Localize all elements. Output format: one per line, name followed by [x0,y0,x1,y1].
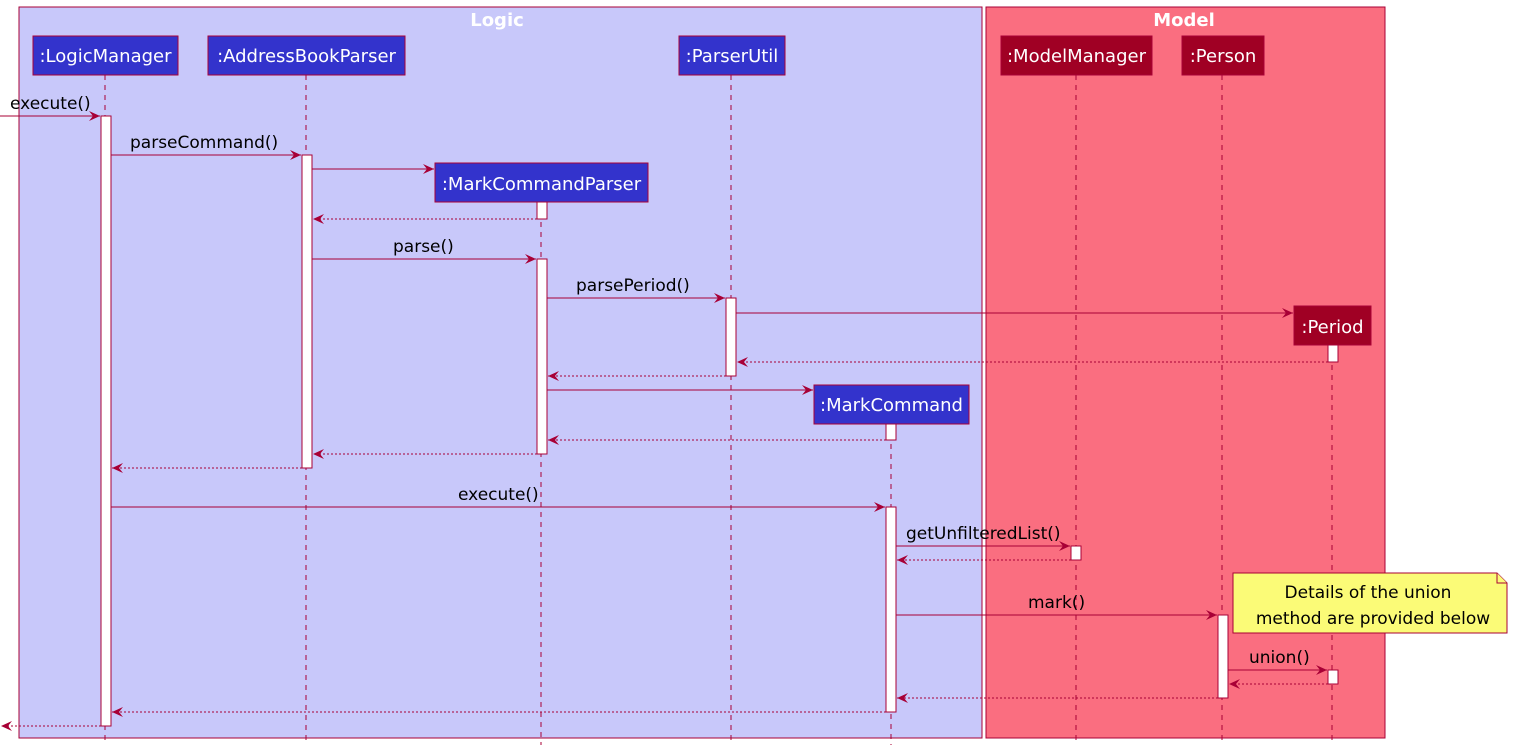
activation-mark-command-parser-parse [536,258,548,455]
activation-period [1327,344,1339,363]
participant-mark-command-parser: :MarkCommandParser [434,162,649,203]
note-line-2: method are provided below [1256,609,1490,629]
participant-person-label: :Person [1190,46,1257,67]
participant-period: :Period [1293,305,1372,346]
participant-parser-util-label: :ParserUtil [686,46,779,67]
activation-model-manager [1070,545,1082,561]
participant-address-book-parser-label: :AddressBookParser [217,46,396,67]
activation-address-book-parser [301,154,313,469]
msg-union-label: union() [1249,648,1310,668]
msg-mark-label: mark() [1028,593,1085,613]
msg-get-unfiltered-list-label: getUnfilteredList() [906,524,1061,544]
activation-mark-command-parser-create [536,201,548,220]
msg-parse-period-label: parsePeriod() [576,276,690,296]
participant-mark-command-label: :MarkCommand [820,395,963,416]
activation-period-union [1327,669,1339,685]
logic-box-title: Logic [470,10,524,31]
participant-logic-manager-label: :LogicManager [39,46,172,67]
activation-logic-manager [100,115,112,727]
msg-execute-mark-command-label: execute() [458,485,539,505]
participant-model-manager-label: :ModelManager [1007,46,1147,67]
participant-person: :Person [1181,35,1265,76]
logic-box [18,6,983,739]
msg-execute-incoming-label: execute() [10,94,91,114]
participant-address-book-parser: :AddressBookParser [207,35,406,76]
note-line-1: Details of the union [1285,583,1452,603]
participant-mark-command: :MarkCommand [813,384,970,425]
participant-parser-util: :ParserUtil [678,35,786,76]
activation-parser-util [725,297,737,377]
model-box-title: Model [1153,10,1215,31]
activation-person [1217,614,1229,699]
activation-mark-command-execute [885,506,897,713]
participant-period-label: :Period [1301,317,1363,338]
participant-mark-command-parser-label: :MarkCommandParser [442,174,642,195]
note-union-details: Details of the union method are provided… [1232,572,1508,634]
activation-mark-command-create [885,423,897,441]
msg-parse-label: parse() [393,237,454,257]
participant-logic-manager: :LogicManager [32,35,179,76]
participant-model-manager: :ModelManager [1000,35,1153,76]
msg-parse-command-label: parseCommand() [130,133,278,153]
